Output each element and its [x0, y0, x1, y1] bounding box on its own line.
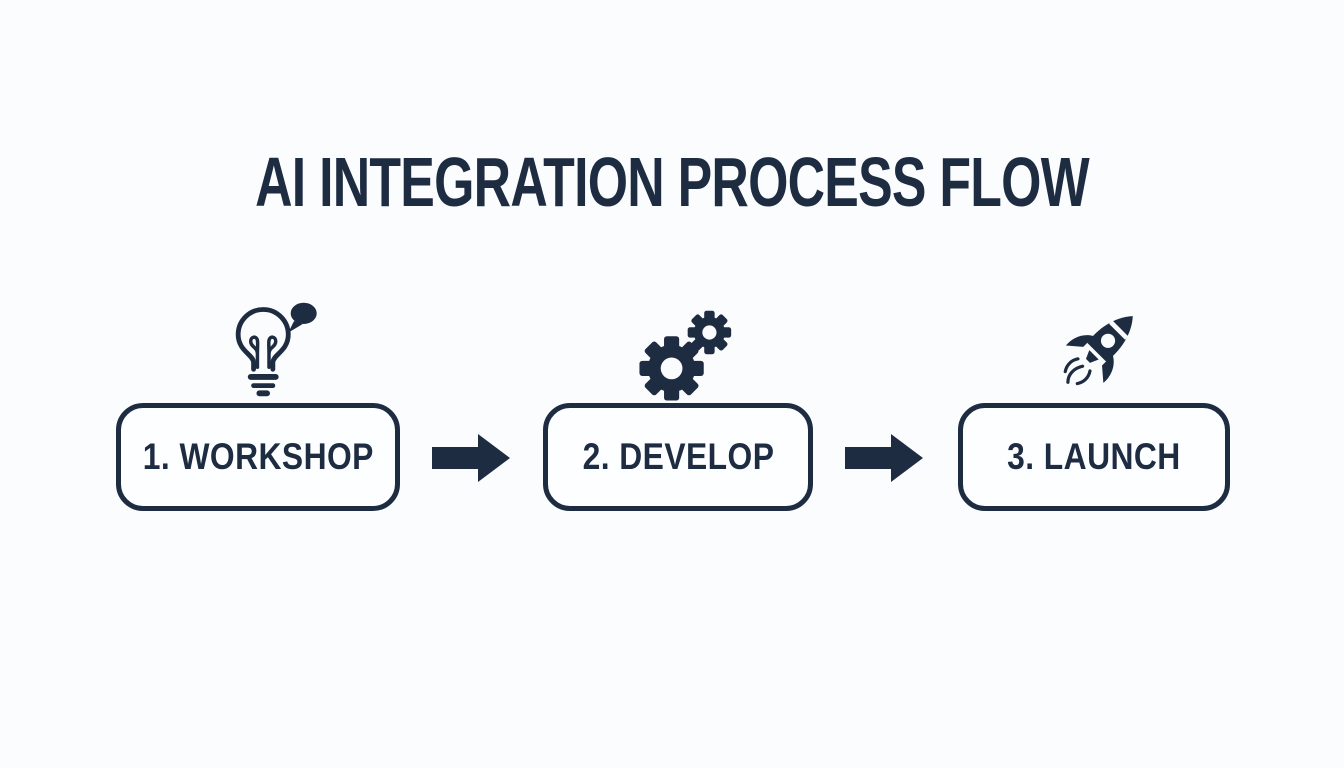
step-label-workshop: 1. WORKSHOP — [142, 436, 374, 477]
step-label-launch: 3. LAUNCH — [1007, 436, 1181, 477]
flow-arrow-2 — [845, 434, 923, 482]
step-label-develop: 2. DEVELOP — [582, 436, 774, 477]
rocket-icon — [1063, 316, 1133, 386]
step-box-workshop: 1. WORKSHOP — [116, 403, 400, 511]
lightbulb-idea-icon — [235, 302, 317, 397]
step-box-develop: 2. DEVELOP — [543, 403, 813, 511]
flow-arrow-1 — [432, 434, 510, 482]
gears-icon — [639, 310, 732, 401]
diagram-title: AI INTEGRATION PROCESS FLOW — [255, 143, 1090, 221]
step-box-launch: 3. LAUNCH — [958, 403, 1230, 511]
